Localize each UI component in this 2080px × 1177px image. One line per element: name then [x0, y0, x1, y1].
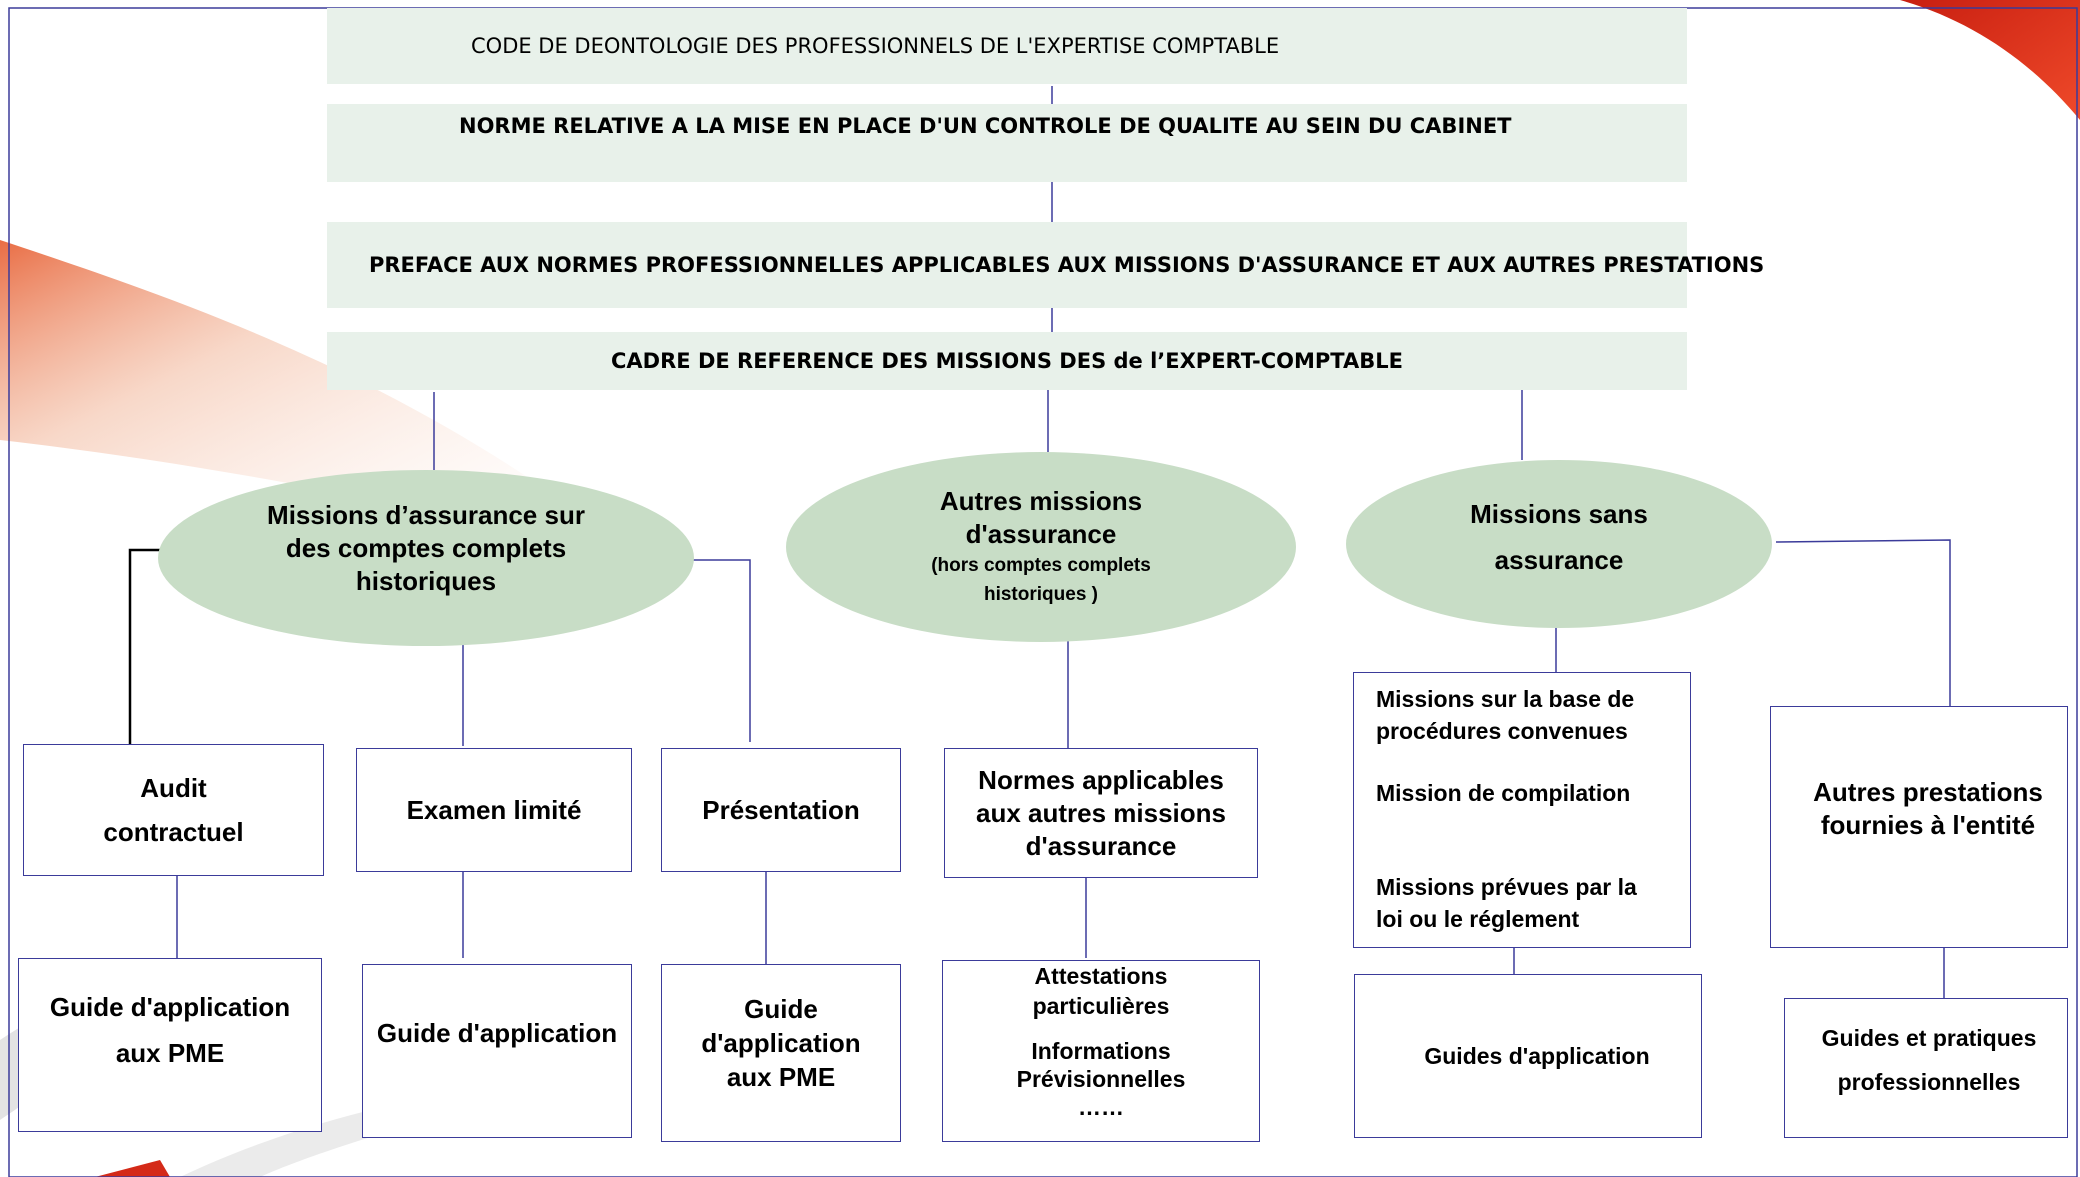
box-text-line: d'assurance	[1025, 830, 1177, 861]
red-bottom-shape	[95, 1160, 170, 1177]
oval-missions-assurance-historiques: Missions d’assurance sur des comptes com…	[158, 470, 694, 646]
oval-autres-missions-assurance: Autres missions d'assurance (hors compte…	[786, 452, 1296, 642]
oval-text-line: historiques	[355, 565, 497, 596]
box-text-line: Normes applicables	[978, 764, 1224, 795]
banner-cadre-text: CADRE DE REFERENCE DES MISSIONS DES de l…	[611, 349, 1403, 373]
box-text-line: Prévisionnelles	[1016, 1066, 1186, 1092]
box-guide-application-pme: Guide d'application aux PME	[18, 958, 322, 1132]
oval-text-line: Missions sans	[1470, 499, 1648, 529]
banner-code-text: CODE DE DEONTOLOGIE DES PROFESSIONNELS D…	[471, 34, 1280, 58]
box-guides-application: Guides d'application	[1354, 974, 1702, 1138]
box-text-line: particulières	[1032, 993, 1170, 1019]
oval-text-line: d'assurance	[965, 519, 1117, 549]
box-guide-application: Guide d'application	[362, 964, 632, 1138]
box-text-line: Audit	[140, 773, 207, 803]
oval-text-line: Missions d’assurance sur	[267, 499, 585, 530]
box-text-line: fournies à l'entité	[1820, 810, 2036, 840]
banner-cadre-reference: CADRE DE REFERENCE DES MISSIONS DES de l…	[327, 332, 1687, 390]
oval-text-line: des comptes complets	[285, 532, 567, 563]
red-corner-shape	[1900, 0, 2080, 120]
box-text-line: ……	[1078, 1094, 1124, 1120]
connector	[692, 559, 751, 742]
list-item-line: Missions sur la base de	[1376, 686, 1635, 712]
box-autres-prestations: Autres prestations fournies à l'entité	[1770, 706, 2068, 948]
box-text-line: Guides d'application	[1424, 1042, 1650, 1069]
oval-subtext-line: historiques )	[983, 584, 1098, 605]
box-text-line: contractuel	[103, 817, 244, 847]
box-text-line: aux autres missions	[976, 797, 1226, 828]
box-text-line: Présentation	[702, 794, 860, 825]
oval-subtext-line: (hors comptes complets	[931, 555, 1151, 576]
box-text-line: Guides et pratiques	[1821, 1025, 2037, 1051]
box-text-line: Guide d'application	[376, 1017, 618, 1048]
banner-norme-text: NORME RELATIVE A LA MISE EN PLACE D'UN C…	[459, 114, 1512, 138]
connector	[1775, 539, 1951, 706]
box-examen-limite: Examen limité	[356, 748, 632, 872]
banner-preface: PREFACE AUX NORMES PROFESSIONNELLES APPL…	[327, 222, 1764, 308]
banner-norme-qualite: NORME RELATIVE A LA MISE EN PLACE D'UN C…	[327, 104, 1687, 182]
box-guides-pratiques: Guides et pratiques professionnelles	[1784, 998, 2068, 1138]
box-normes-autres-missions: Normes applicables aux autres missions d…	[944, 748, 1258, 878]
box-text-line: aux PME	[115, 1038, 225, 1068]
box-text-line: aux PME	[726, 1062, 836, 1092]
box-text-line: Autres prestations	[1813, 777, 2043, 807]
box-text-line: Guide d'application	[49, 992, 291, 1022]
box-attestations-informations: Attestations particulières Informations …	[942, 960, 1260, 1142]
box-text-line: professionnelles	[1837, 1069, 2021, 1095]
box-audit-contractuel: Audit contractuel	[23, 744, 324, 876]
oval-missions-sans-assurance: Missions sans assurance	[1346, 460, 1772, 628]
banner-code-deontologie: CODE DE DEONTOLOGIE DES PROFESSIONNELS D…	[327, 8, 1687, 84]
box-text-line: d'application	[701, 1028, 861, 1058]
banner-preface-text: PREFACE AUX NORMES PROFESSIONNELLES APPL…	[369, 253, 1765, 277]
box-presentation: Présentation	[661, 748, 901, 872]
connector	[128, 548, 160, 748]
box-missions-sans-assurance-list: Missions sur la base de procédures conve…	[1353, 672, 1691, 948]
list-item-line: Mission de compilation	[1376, 780, 1631, 806]
list-item-line: loi ou le réglement	[1376, 906, 1580, 932]
box-text-line: Informations	[1031, 1038, 1171, 1064]
box-guide-application-pme-presentation: Guide d'application aux PME	[661, 964, 901, 1142]
list-item-line: Missions prévues par la	[1376, 874, 1637, 900]
box-text-line: Attestations	[1034, 963, 1168, 989]
oval-text-line: assurance	[1494, 545, 1624, 575]
box-text-line: Guide	[744, 994, 818, 1024]
box-text-line: Examen limité	[406, 794, 582, 825]
oval-text-line: Autres missions	[939, 486, 1143, 516]
list-item-line: procédures convenues	[1376, 718, 1628, 744]
